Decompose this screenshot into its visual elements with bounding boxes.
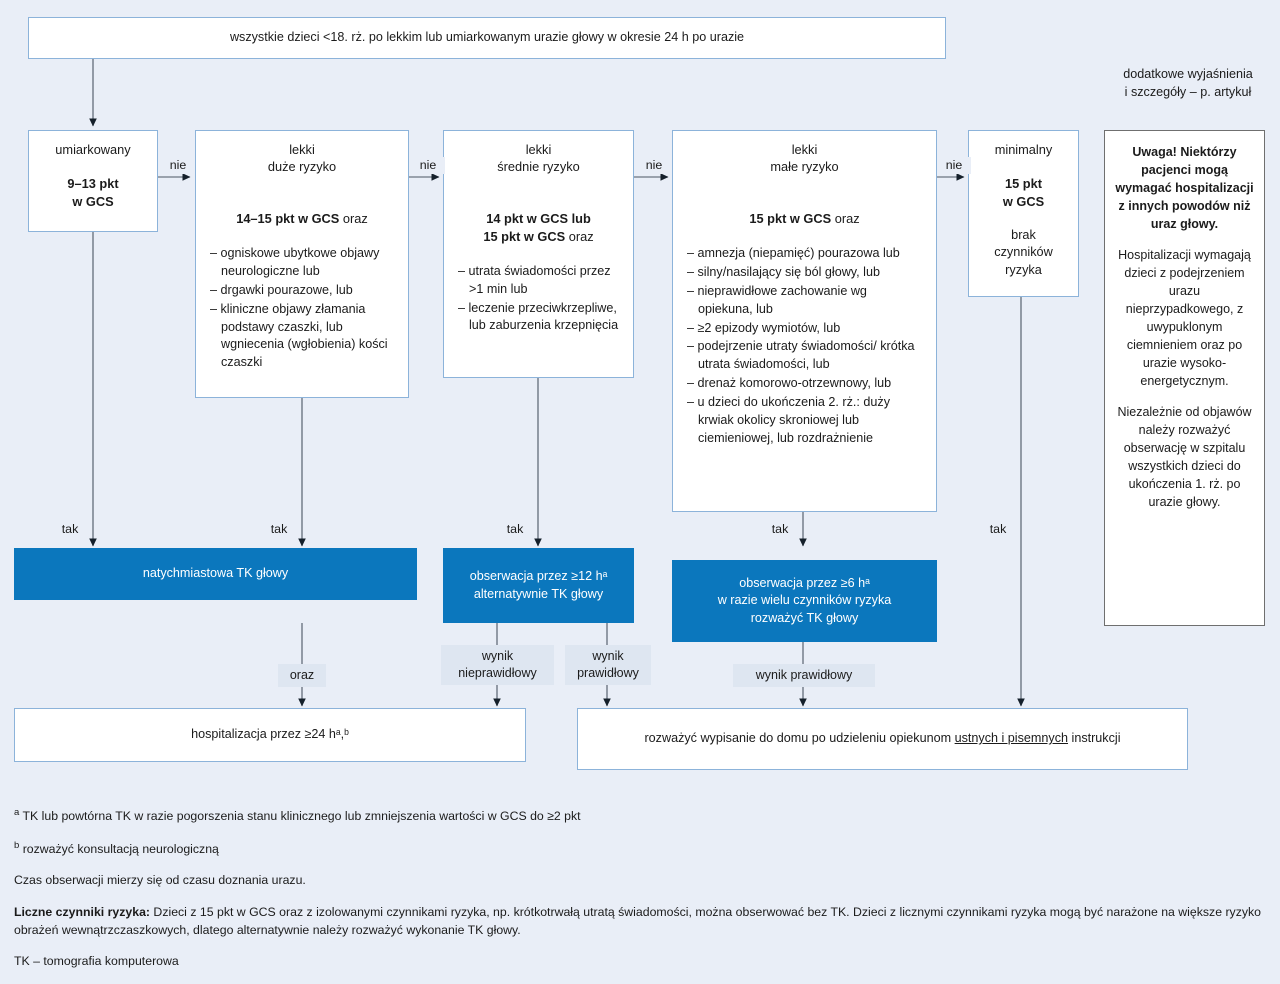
footnote-a: a TK lub powtórna TK w razie pogorszenia… (14, 806, 1264, 826)
action-box-obserwacja-6h: obserwacja przez ≥6 hᵃ w razie wielu czy… (672, 560, 937, 642)
severity-node-umiarkowany: umiarkowany 9–13 pkt w GCS (28, 130, 158, 232)
severity-node-minimalny: minimalny 15 pkt w GCS brak czynników ry… (968, 130, 1079, 297)
footnote-b-marker: b (14, 839, 20, 851)
severity-node-lekki-duze-ryzyko: lekki duże ryzyko 14–15 pkt w GCS oraz –… (195, 130, 409, 398)
bullet-item: – utrata świadomości przez >1 min lub (458, 263, 611, 296)
footnote-a-text: TK lub powtórna TK w razie pogorszenia s… (19, 809, 581, 824)
severity-extra: brak czynników ryzyka (994, 227, 1053, 278)
warning-paragraph-3: Niezależnie od objawów należy rozważyć o… (1117, 405, 1252, 509)
footnote-b-text: rozważyć konsultacją neurologiczną (19, 841, 219, 856)
side-note: dodatkowe wyjaśnienia i szczegóły – p. a… (1123, 67, 1253, 99)
footnote-a-marker: a (14, 807, 20, 818)
bullet-item: – drenaż komorowo-otrzewnowy, lub (687, 376, 892, 391)
severity-criteria: 9–13 pkt w GCS (67, 176, 119, 210)
footnote-line-4: Liczne czynniki ryzyka: Dzieci z 15 pkt … (14, 903, 1264, 940)
severity-header: umiarkowany (55, 142, 131, 157)
severity-header: lekki duże ryzyko (267, 142, 337, 175)
severity-criteria: 15 pkt w GCS (1002, 176, 1045, 210)
footnote-line-4-text: Dzieci z 15 pkt w GCS oraz z izolowanymi… (14, 904, 1261, 937)
severity-criteria: 14 pkt w GCS lub 15 pkt w GCS oraz (483, 193, 593, 246)
outcome-label-post: instrukcji (1068, 731, 1121, 746)
outcome-box-wypisanie: rozważyć wypisanie do domu po udzieleniu… (577, 708, 1188, 770)
edge-label-tak-4: tak (763, 521, 797, 538)
bullet-item: – amnezja (niepamięć) pourazowa lub (687, 246, 900, 261)
footnote-line-4-bold: Liczne czynniki ryzyka: (14, 904, 151, 919)
footnote-line-5: TK – tomografia komputerowa (14, 954, 179, 969)
bullet-item: – ogniskowe ubytkowe objawy neurologiczn… (210, 246, 380, 278)
action-label: obserwacja przez ≥6 hᵃ w razie wielu czy… (717, 575, 892, 625)
chip-wynik-prawidlowy: wynik prawidłowy (565, 645, 651, 685)
chip-wynik-nieprawidlowy: wynik nieprawidłowy (441, 645, 554, 685)
outcome-label: rozważyć wypisanie do domu po udzieleniu… (630, 730, 1134, 748)
severity-header: minimalny (994, 142, 1053, 157)
warning-paragraph-2: Hospitalizacji wymagają dzieci z podejrz… (1118, 248, 1251, 388)
edge-label-tak-2: tak (262, 521, 296, 538)
edge-label-tak-3: tak (498, 521, 532, 538)
outcome-label-pre: rozważyć wypisanie do domu po udzieleniu… (644, 731, 955, 746)
action-box-obserwacja-12h: obserwacja przez ≥12 hᵃ alternatywnie TK… (443, 548, 634, 623)
edge-label-nie-4: nie (937, 157, 971, 174)
action-label: natychmiastowa TK głowy (142, 566, 289, 581)
chip-wynik-prawidlowy-single: wynik prawidłowy (733, 664, 875, 687)
bullet-item: – nieprawidłowe zachowanie wg opiekuna, … (687, 283, 867, 316)
severity-bullets: – utrata świadomości przez >1 min lub – … (444, 263, 633, 337)
action-label: obserwacja przez ≥12 hᵃ alternatywnie TK… (469, 569, 608, 601)
bullet-item: – silny/nasilający się ból głowy, lub (687, 264, 880, 279)
edge-label-tak-5: tak (981, 521, 1015, 538)
warning-box: Uwaga! Niektórzy pacjenci mogą wymagać h… (1104, 130, 1265, 626)
outcome-label: hospitalizacja przez ≥24 hᵃ,ᵇ (191, 727, 349, 742)
severity-header: lekki małe ryzyko (770, 142, 839, 175)
severity-criteria-bold: 15 pkt w GCS (749, 211, 835, 227)
outcome-box-hospitalizacja: hospitalizacja przez ≥24 hᵃ,ᵇ (14, 708, 526, 762)
bullet-item: – leczenie przeciw­krzepliwe, lub zaburz… (458, 300, 619, 333)
edge-label-nie-1: nie (161, 157, 195, 174)
severity-bullets: – amnezja (niepamięć) pourazowa lub – si… (673, 245, 936, 449)
edge-label-tak-1: tak (53, 521, 87, 538)
severity-criteria-bold: 14 pkt w GCS lub 15 pkt w GCS (483, 211, 591, 245)
entry-box-label: wszystkie dzieci <18. rż. po lekkim lub … (229, 30, 745, 45)
footnotes: a TK lub powtórna TK w razie pogorszenia… (14, 806, 1264, 984)
bullet-item: – podejrzenie utraty świadomości/ krótka… (687, 339, 915, 372)
bullet-item: – u dzieci do ukończenia 2. rż.: duży kr… (687, 395, 891, 445)
severity-criteria: 15 pkt w GCS oraz (749, 193, 859, 228)
footnote-line-3: Czas obserwacji mierzy się od czasu dozn… (14, 873, 306, 888)
severity-criteria-light: oraz (342, 211, 368, 227)
edge-label-nie-3: nie (637, 157, 671, 174)
severity-header: lekki średnie ryzyko (497, 142, 580, 175)
warning-bold-text: Uwaga! Niektórzy pacjenci mogą wymagać h… (1115, 145, 1254, 231)
severity-criteria-light: oraz (834, 211, 860, 227)
entry-box: wszystkie dzieci <18. rż. po lekkim lub … (28, 17, 946, 59)
action-box-natychmiastowa-tk: natychmiastowa TK głowy (14, 548, 417, 600)
outcome-label-underline: ustnych i pisemnych (954, 731, 1069, 746)
bullet-item: – drgawki pourazowe, lub (210, 282, 353, 297)
edge-label-nie-2: nie (411, 157, 445, 174)
severity-criteria-bold: 14–15 pkt w GCS (236, 211, 343, 227)
severity-criteria: 14–15 pkt w GCS oraz (236, 193, 368, 228)
bullet-item: – ≥2 epizody wymiotów, lub (687, 320, 841, 335)
chip-oraz: oraz (278, 664, 326, 687)
severity-node-lekki-srednie-ryzyko: lekki średnie ryzyko 14 pkt w GCS lub 15… (443, 130, 634, 378)
severity-node-lekki-male-ryzyko: lekki małe ryzyko 15 pkt w GCS oraz – am… (672, 130, 937, 512)
severity-criteria-light: oraz (568, 229, 594, 245)
footnote-b: b rozważyć konsultacją neurologiczną (14, 839, 1264, 859)
severity-bullets: – ogniskowe ubytkowe objawy neurologiczn… (196, 245, 408, 373)
bullet-item: – kliniczne objawy złamania podstawy cza… (210, 301, 388, 370)
